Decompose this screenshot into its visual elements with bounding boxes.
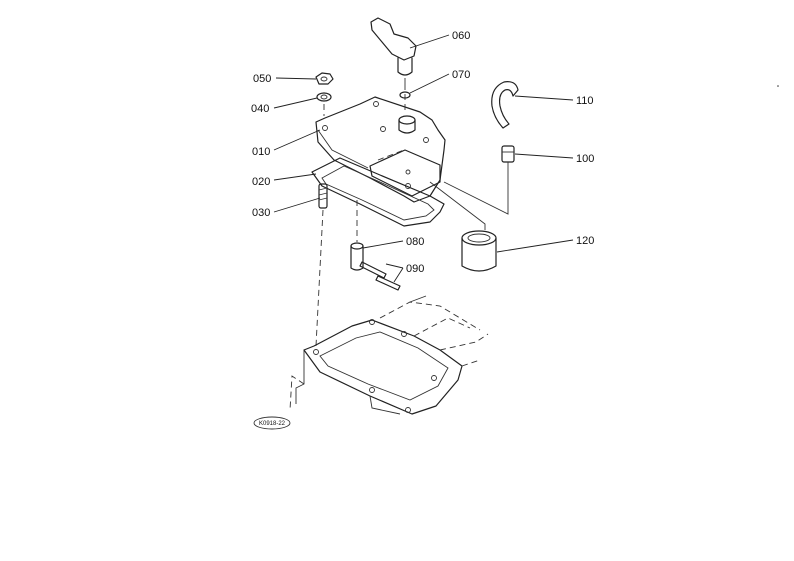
part-100-fitting xyxy=(501,145,515,168)
part-110-hook xyxy=(491,81,519,129)
part-050-nut xyxy=(315,72,334,85)
callout-010: 010 xyxy=(252,146,270,158)
part-010-cover-plate xyxy=(315,96,446,203)
callout-050: 050 xyxy=(253,73,271,85)
callout-030: 030 xyxy=(252,207,270,219)
part-060-lever xyxy=(370,17,417,84)
callout-100: 100 xyxy=(576,153,594,165)
callout-060: 060 xyxy=(452,30,470,42)
part-030-stud xyxy=(318,183,328,209)
part-020-gasket xyxy=(311,157,445,227)
part-090-pins xyxy=(359,261,401,291)
callout-080: 080 xyxy=(406,236,424,248)
callout-120: 120 xyxy=(576,235,594,247)
drawing-code: K0918-22 xyxy=(259,421,286,427)
callout-040: 040 xyxy=(251,103,269,115)
callout-020: 020 xyxy=(252,176,270,188)
part-120-sleeve xyxy=(461,230,497,272)
callout-090: 090 xyxy=(406,263,424,275)
transmission-housing xyxy=(289,295,489,415)
leader-lines xyxy=(273,34,574,283)
drawing-code-stamp: K0918-22 xyxy=(253,416,291,430)
assembly-lines xyxy=(315,84,509,347)
stray-mark xyxy=(777,85,779,87)
part-040-washer xyxy=(316,92,332,102)
callout-110: 110 xyxy=(576,95,594,107)
callout-070: 070 xyxy=(452,69,470,81)
